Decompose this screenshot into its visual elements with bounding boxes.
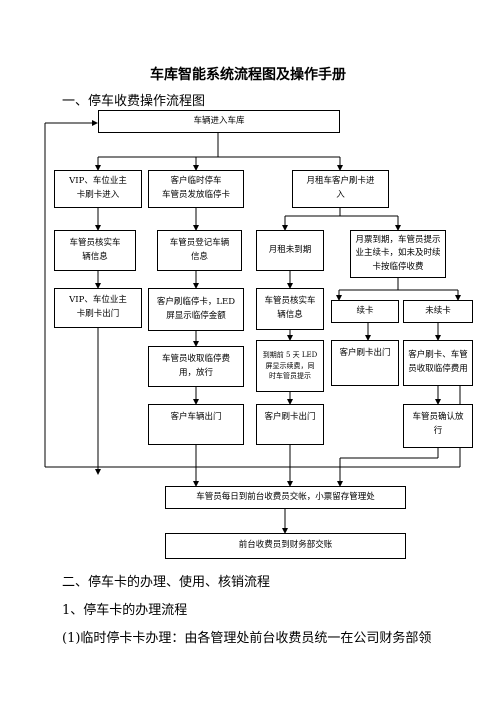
daily-handover-box: 车管员每日到前台收费员交帐，小票留存管理处 [165, 486, 406, 509]
start-box: 车辆进入车库 [98, 110, 340, 133]
expired-box: 月票到期，车管员提示 业主续卡，如未及时续 卡按临停收费 [350, 230, 446, 278]
paragraph-1: (1)临时停卡卡办理：由各管理处前台收费员统一在公司财务部领 [62, 631, 432, 646]
not-renew-pay-box: 客户刷卡、车管 员收取临停费用 [403, 340, 473, 386]
temp-exit-box: 客户车辆出门 [148, 404, 244, 445]
vip-exit-box: VIP、车位业主 卡刷卡出门 [54, 288, 142, 328]
renew-exit-box: 客户刷卡出门 [331, 340, 399, 386]
document-title: 车库智能系统流程图及操作手册 [150, 67, 346, 83]
not-renew-box: 未续卡 [403, 300, 473, 323]
monthly-exit-box: 客户刷卡出门 [256, 404, 324, 445]
section-heading-2: 二、停车卡的办理、使用、核销流程 [62, 575, 271, 590]
finance-handover-box: 前台收费员到财务部交账 [165, 533, 406, 559]
vip-entry-box: VIP、车位业主 卡刷卡进入 [54, 170, 142, 208]
subsection-heading-1: 1、停车卡的办理流程 [62, 603, 188, 618]
monthly-verify-box: 车管员核实车 辆信息 [256, 288, 324, 330]
temp-fee-box: 车管员收取临停费 用，放行 [148, 346, 244, 387]
vip-verify-box: 车管员核实车 辆信息 [54, 230, 136, 271]
renew-box: 续卡 [331, 300, 399, 323]
expiry-reminder-box: 到期前 5 天 LED 屏显示续费，同 时车管员提示 [256, 340, 324, 392]
monthly-valid-box: 月租未到期 [256, 230, 324, 271]
temp-entry-box: 客户临时停车 车管员发放临停卡 [148, 170, 244, 208]
temp-register-box: 车管员登记车辆 信息 [157, 230, 242, 271]
temp-swipe-box: 客户刷临停卡，LED 屏显示临停金额 [148, 288, 244, 331]
monthly-entry-box: 月租车客户刷卡进 入 [292, 170, 389, 208]
section-heading-1: 一、停车收费操作流程图 [62, 94, 206, 109]
not-renew-release-box: 车管员确认放 行 [403, 404, 473, 448]
